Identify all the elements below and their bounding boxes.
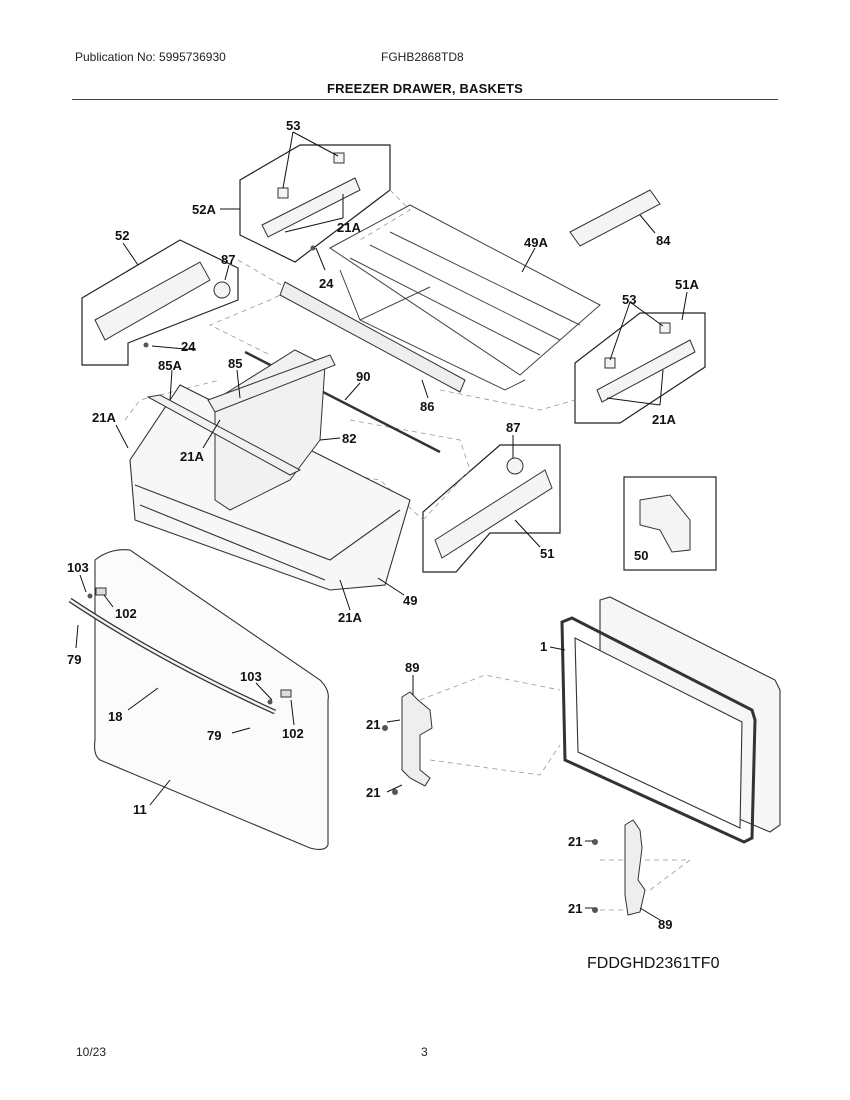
callout-87-left: 87 <box>221 252 235 267</box>
callout-102-mid: 102 <box>282 726 304 741</box>
callout-21A-mid: 21A <box>180 449 204 464</box>
slide-parts <box>94 152 696 559</box>
slide-52 <box>94 261 211 341</box>
glide-53-c <box>604 357 616 369</box>
bracket-89-bottom <box>624 819 646 916</box>
rail-86 <box>279 281 466 393</box>
callout-86: 86 <box>420 399 434 414</box>
callout-52: 52 <box>115 228 129 243</box>
callout-103-mid: 103 <box>240 669 262 684</box>
callout-50: 50 <box>634 548 648 563</box>
callout-103-top: 103 <box>67 560 89 575</box>
callout-21A-top: 21A <box>337 220 361 235</box>
callout-51A: 51A <box>675 277 699 292</box>
box-51 <box>422 444 561 573</box>
bar-85A <box>146 394 302 476</box>
callout-labels: 53 52A 21A 52 87 24 49A 84 51A 53 21A 24… <box>67 118 699 932</box>
callout-79-mid: 79 <box>207 728 221 743</box>
callout-82: 82 <box>342 431 356 446</box>
slide-52A <box>261 177 361 238</box>
cap-102-mid <box>280 689 292 698</box>
callout-24-mid: 24 <box>319 276 334 291</box>
publication-number: Publication No: 5995736930 <box>75 50 226 64</box>
callout-18: 18 <box>108 709 122 724</box>
header-rule <box>72 99 778 100</box>
wire-basket-49A <box>329 204 601 391</box>
callout-49A: 49A <box>524 235 548 250</box>
callout-53-right: 53 <box>622 292 636 307</box>
callout-21A-bottom: 21A <box>338 610 362 625</box>
page-title: FREEZER DRAWER, BASKETS <box>326 81 523 96</box>
part-50 <box>639 494 691 553</box>
footer-date: 10/23 <box>76 1045 107 1059</box>
door-frame-1 <box>560 596 781 844</box>
callout-79-left: 79 <box>67 652 81 667</box>
callout-21-d: 21 <box>568 901 582 916</box>
cap-102-top <box>95 587 107 596</box>
callout-85: 85 <box>228 356 242 371</box>
page-number: 3 <box>421 1045 428 1059</box>
callout-90: 90 <box>356 369 370 384</box>
callout-21-a: 21 <box>366 717 380 732</box>
callout-21-c: 21 <box>568 834 582 849</box>
screws <box>87 245 598 913</box>
glide-53-b <box>333 152 345 164</box>
diagram-code: FDDGHD2361TF0 <box>587 955 720 972</box>
callout-87-right: 87 <box>506 420 520 435</box>
callout-21A-right: 21A <box>652 412 676 427</box>
callout-24-left: 24 <box>181 339 196 354</box>
callout-21-b: 21 <box>366 785 380 800</box>
callout-102-top: 102 <box>115 606 137 621</box>
box-52 <box>81 239 239 366</box>
callout-11: 11 <box>133 802 147 817</box>
box-50 <box>623 476 717 571</box>
model-number: FGHB2868TD8 <box>381 50 464 64</box>
glide-53-d <box>659 322 671 334</box>
callout-52A: 52A <box>192 202 216 217</box>
divider-84 <box>569 189 661 247</box>
upper-tray-82 <box>146 349 336 511</box>
callout-89-top: 89 <box>405 660 419 675</box>
drawer-front-11 <box>94 549 329 851</box>
callout-53-top: 53 <box>286 118 300 133</box>
gear-87-right <box>506 457 524 475</box>
callout-51: 51 <box>540 546 554 561</box>
callout-49: 49 <box>403 593 417 608</box>
bracket-89-top <box>401 691 433 787</box>
callout-1: 1 <box>540 639 547 654</box>
callout-21A-left: 21A <box>92 410 116 425</box>
slide-51 <box>434 469 553 559</box>
slide-51A <box>596 339 696 403</box>
leader-lines <box>75 131 688 921</box>
callout-84: 84 <box>656 233 671 248</box>
box-51A <box>574 312 706 424</box>
gear-87-left <box>213 281 231 299</box>
brackets-89 <box>401 691 646 916</box>
handle-18-highlight <box>69 598 276 714</box>
callout-85A: 85A <box>158 358 182 373</box>
glide-53-a <box>277 187 289 199</box>
callout-89-bottom: 89 <box>658 917 672 932</box>
